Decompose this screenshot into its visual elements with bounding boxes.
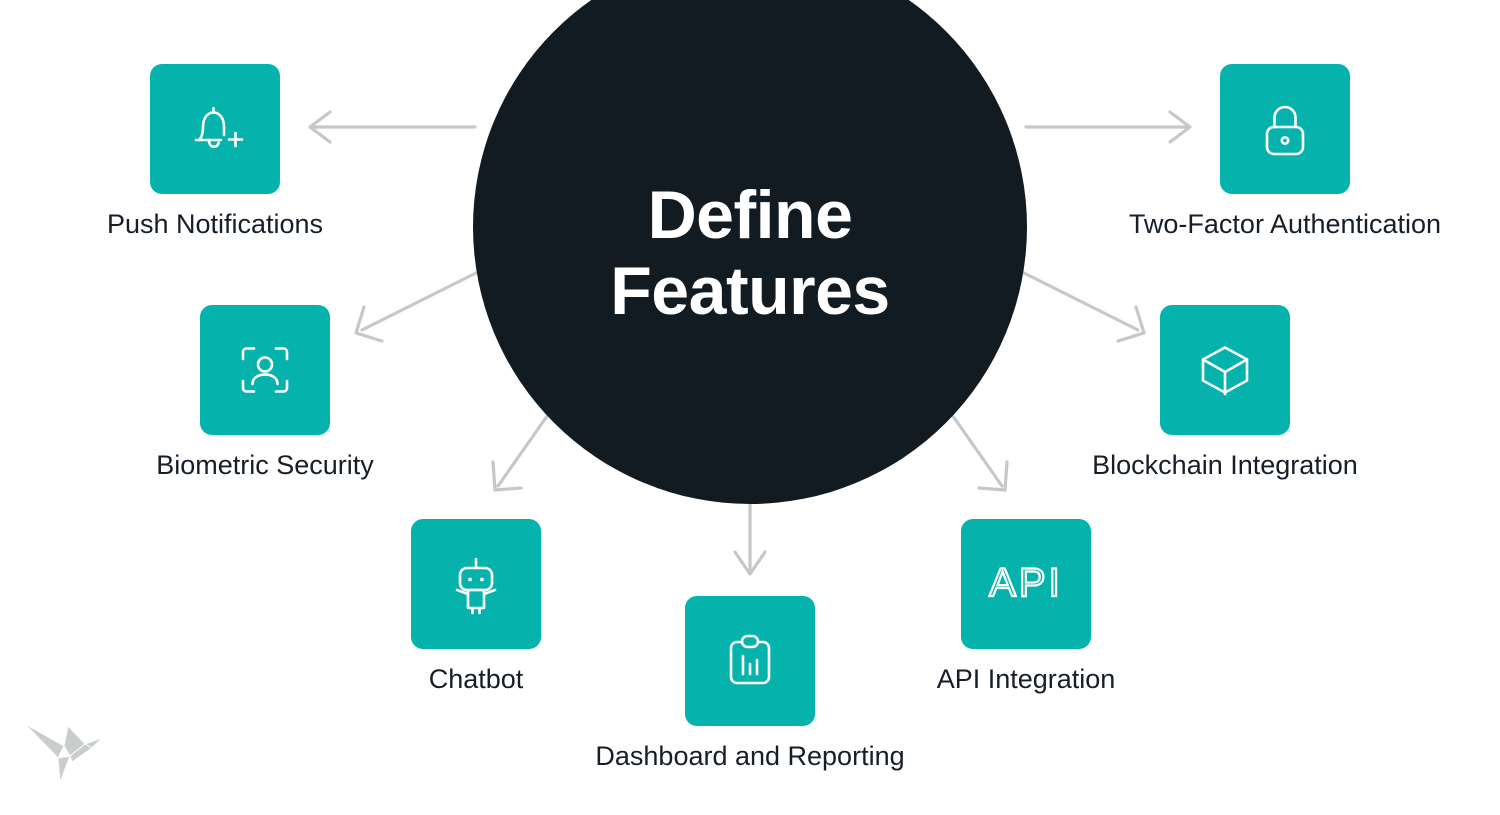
biometric-security-tile[interactable] xyxy=(200,305,330,435)
clipboard-chart-icon xyxy=(729,634,771,685)
hub-title: Define Features xyxy=(610,125,890,329)
push-notifications-tile[interactable] xyxy=(150,64,280,194)
hub-title-line-1: Define xyxy=(647,176,853,253)
two-factor-label: Two-Factor Authentication xyxy=(1128,209,1442,239)
node-two-factor-authentication[interactable]: Two-Factor Authentication xyxy=(1070,64,1500,240)
two-factor-tile[interactable] xyxy=(1220,64,1350,194)
lock-icon xyxy=(1265,105,1305,156)
biometric-security-label: Biometric Security xyxy=(156,450,374,480)
chatbot-label: Chatbot xyxy=(428,664,524,694)
node-biometric-security[interactable]: Biometric Security xyxy=(50,305,480,481)
hub-circle: Define Features xyxy=(473,0,1027,504)
node-api-integration[interactable]: API API Integration xyxy=(856,519,1196,695)
blockchain-tile[interactable] xyxy=(1160,305,1290,435)
face-scan-icon xyxy=(241,347,289,393)
node-chatbot[interactable]: Chatbot xyxy=(306,519,646,695)
chatbot-tile[interactable] xyxy=(411,519,541,649)
dashboard-label: Dashboard and Reporting xyxy=(595,741,905,771)
bell-plus-icon xyxy=(194,106,244,149)
node-dashboard-reporting[interactable]: Dashboard and Reporting xyxy=(550,596,950,772)
dashboard-tile[interactable] xyxy=(685,596,815,726)
robot-icon xyxy=(455,557,497,615)
api-integration-tile[interactable]: API xyxy=(961,519,1091,649)
node-push-notifications[interactable]: Push Notifications xyxy=(0,64,430,240)
push-notifications-label: Push Notifications xyxy=(106,209,324,239)
cube-icon xyxy=(1201,346,1249,396)
api-icon-text: API xyxy=(989,561,1062,605)
api-integration-label: API Integration xyxy=(936,664,1116,694)
hub-title-line-2: Features xyxy=(610,253,890,329)
node-blockchain-integration[interactable]: Blockchain Integration xyxy=(1010,305,1440,481)
origami-bird-logo xyxy=(24,723,103,783)
api-text-icon: API xyxy=(988,560,1062,606)
blockchain-label: Blockchain Integration xyxy=(1092,450,1358,480)
